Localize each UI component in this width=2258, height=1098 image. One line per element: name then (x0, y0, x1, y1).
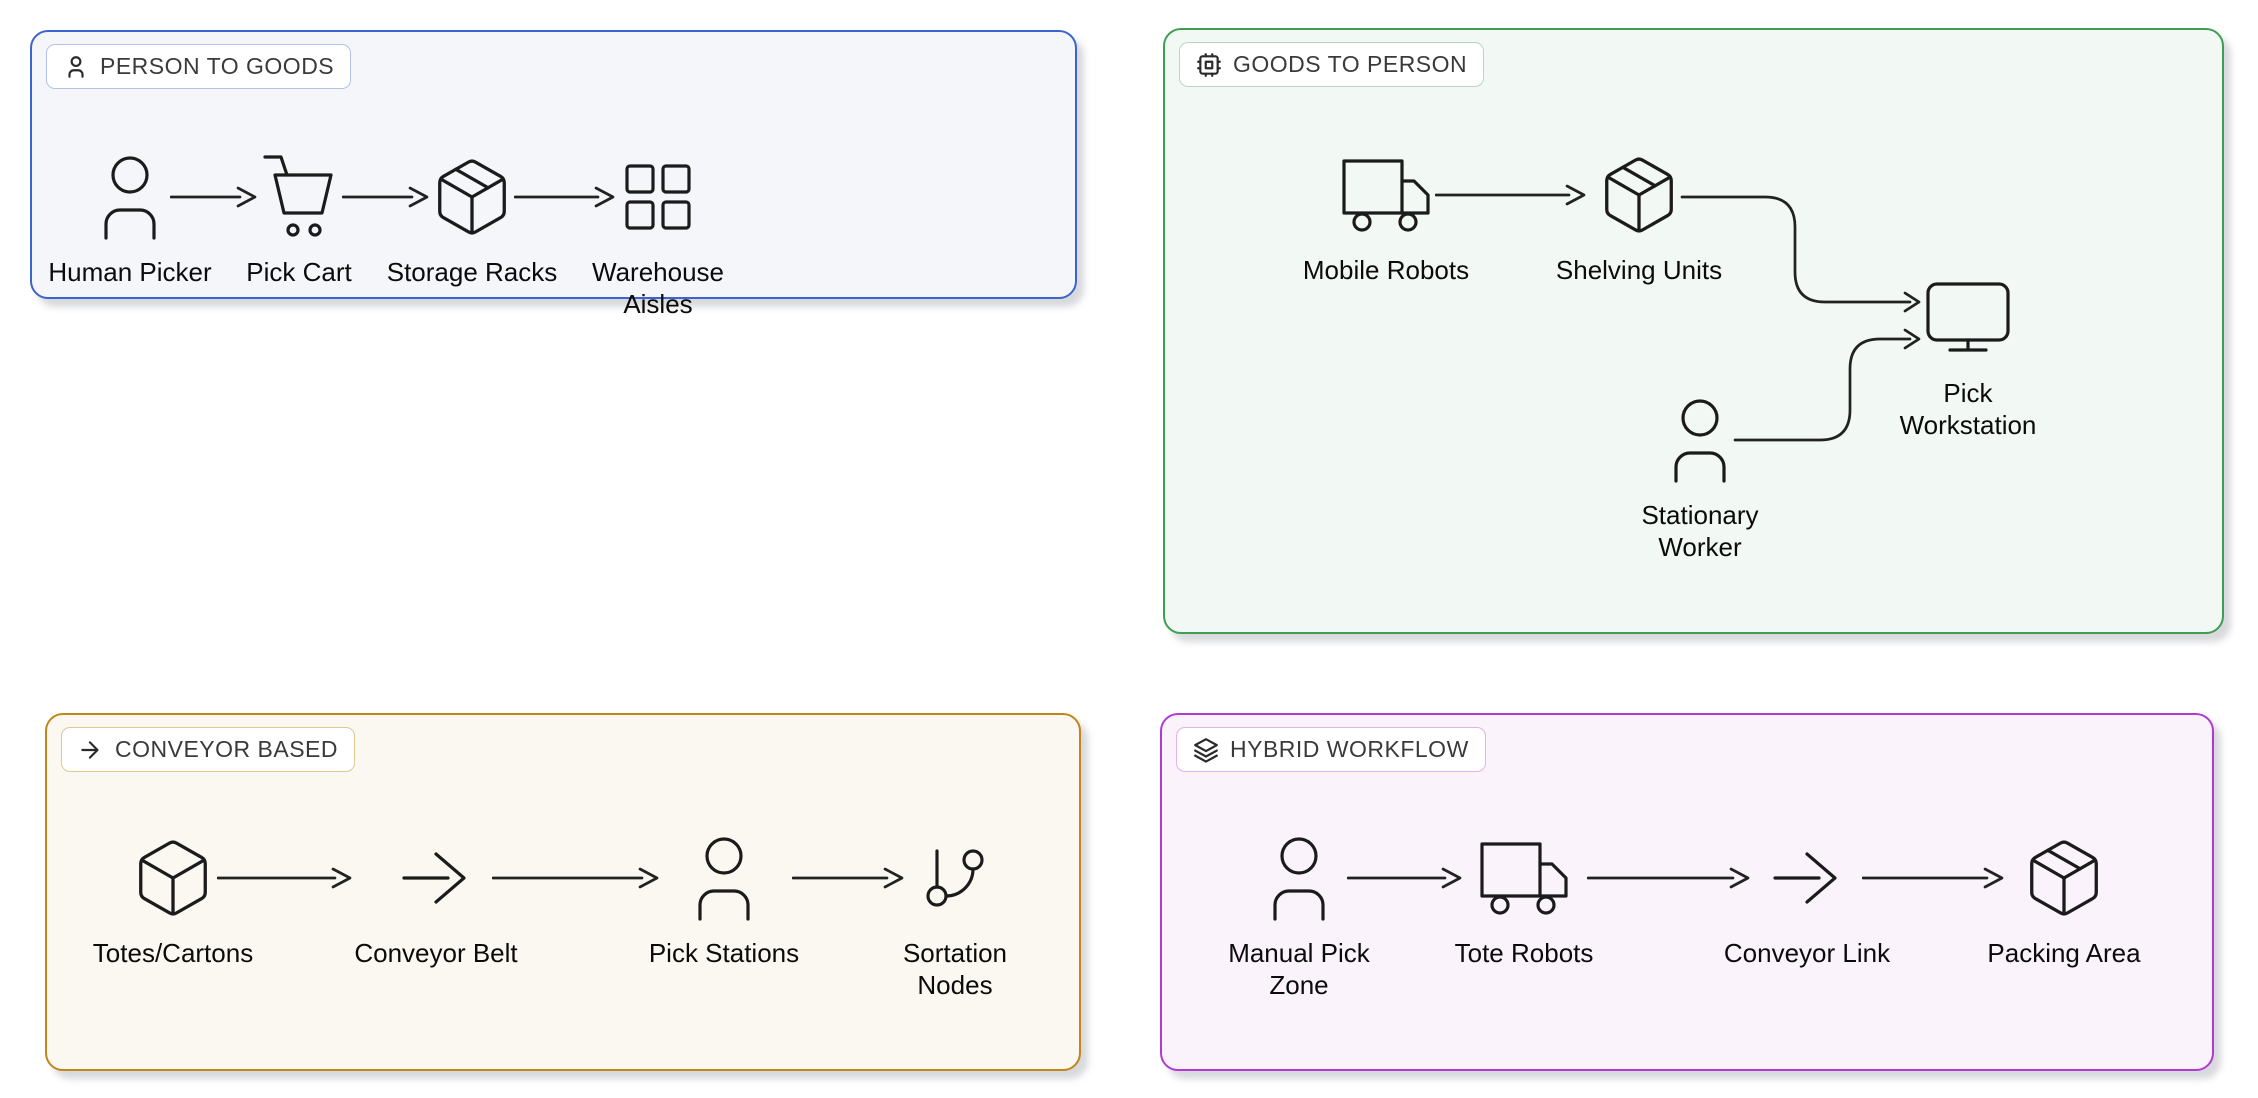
flow-arrow (492, 867, 659, 889)
panel-title-goods-to-person: GOODS TO PERSON (1179, 42, 1485, 87)
node-human-picker: Human Picker (30, 149, 230, 289)
node-label: Stationary Worker (1641, 500, 1759, 562)
node-packing-area: Packing Area (1964, 830, 2164, 970)
panel-hybrid-workflow: HYBRID WORKFLOW Manual Pick Zone Tote Ro… (1160, 713, 2214, 1071)
panel-conveyor-based: CONVEYOR BASED Totes/Cartons Conveyor Be… (45, 713, 1081, 1071)
node-label: Mobile Robots (1302, 255, 1470, 285)
cpu-icon (1197, 52, 1221, 77)
panel-person-to-goods: PERSON TO GOODS Human Picker Pick Cart (30, 30, 1077, 319)
node-totes-cartons: Totes/Cartons (73, 830, 273, 970)
arrow-right-icon (1773, 830, 1841, 926)
panel-title: CONVEYOR BASED (115, 736, 338, 762)
node-pick-stations: Pick Stations (624, 830, 824, 970)
flow-arrow (170, 186, 257, 208)
person-icon (1267, 830, 1331, 926)
panel-title-hybrid-workflow: HYBRID WORKFLOW (1176, 727, 1486, 772)
node-label: Conveyor Belt (354, 938, 518, 968)
flow-arrow (792, 867, 904, 889)
node-label: Warehouse Aisles (592, 257, 724, 319)
node-sortation-nodes: Sortation Nodes (855, 830, 1055, 1001)
node-conveyor-belt: Conveyor Belt (336, 830, 536, 970)
flow-arrow (1587, 867, 1750, 889)
package-icon (1596, 147, 1682, 243)
monitor-icon (1924, 270, 2012, 366)
node-storage-racks: Storage Racks (372, 149, 572, 289)
node-label: Storage Racks (386, 257, 558, 287)
truck-icon (1478, 830, 1570, 926)
panel-title: PERSON TO GOODS (100, 53, 335, 79)
layers-icon (1194, 737, 1218, 763)
truck-icon (1340, 147, 1432, 243)
panel-title-conveyor-based: CONVEYOR BASED (61, 727, 355, 772)
panel-title: HYBRID WORKFLOW (1230, 736, 1469, 762)
panel-goods-to-person: GOODS TO PERSON Mobile Robots Shelving U… (1163, 28, 2224, 634)
flow-arrow (1435, 184, 1586, 206)
flow-arrow (217, 867, 352, 889)
node-label: Manual Pick Zone (1228, 938, 1370, 1000)
node-mobile-robots: Mobile Robots (1286, 147, 1486, 287)
person-icon (1668, 392, 1732, 488)
node-label: Shelving Units (1555, 255, 1723, 285)
flow-arrow (1347, 867, 1462, 889)
node-label: Packing Area (1987, 938, 2141, 968)
box-icon (130, 830, 216, 926)
flow-arrow (1862, 867, 2004, 889)
grid-icon (623, 149, 693, 245)
git-branch-icon (919, 830, 991, 926)
panel-title-person-to-goods: PERSON TO GOODS (46, 44, 352, 89)
person-icon (68, 55, 84, 78)
node-pick-workstation: Pick Workstation (1868, 270, 2068, 441)
node-label: Sortation Nodes (902, 938, 1008, 1000)
cart-icon (261, 149, 337, 245)
person-icon (98, 149, 162, 245)
arrow-right-icon (402, 830, 470, 926)
node-conveyor-link: Conveyor Link (1707, 830, 1907, 970)
node-label: Totes/Cartons (92, 938, 254, 968)
package-icon (2021, 830, 2107, 926)
person-icon (692, 830, 756, 926)
node-tote-robots: Tote Robots (1424, 830, 1624, 970)
node-manual-pick-zone: Manual Pick Zone (1199, 830, 1399, 1001)
arrow-right-icon (81, 740, 99, 759)
node-stationary-worker: Stationary Worker (1600, 392, 1800, 563)
node-label: Pick Workstation (1899, 378, 2037, 440)
panel-title: GOODS TO PERSON (1233, 51, 1468, 77)
node-pick-cart: Pick Cart (199, 149, 399, 289)
node-label: Pick Stations (648, 938, 800, 968)
node-shelving-units: Shelving Units (1539, 147, 1739, 287)
flow-curves (1680, 195, 1921, 442)
flow-arrow (514, 186, 615, 208)
node-label: Tote Robots (1454, 938, 1594, 968)
package-icon (429, 149, 515, 245)
node-label: Conveyor Link (1723, 938, 1891, 968)
node-label: Pick Cart (246, 257, 352, 287)
node-warehouse-aisles: Warehouse Aisles (558, 149, 758, 320)
node-label: Human Picker (48, 257, 212, 287)
flow-arrow (342, 186, 429, 208)
